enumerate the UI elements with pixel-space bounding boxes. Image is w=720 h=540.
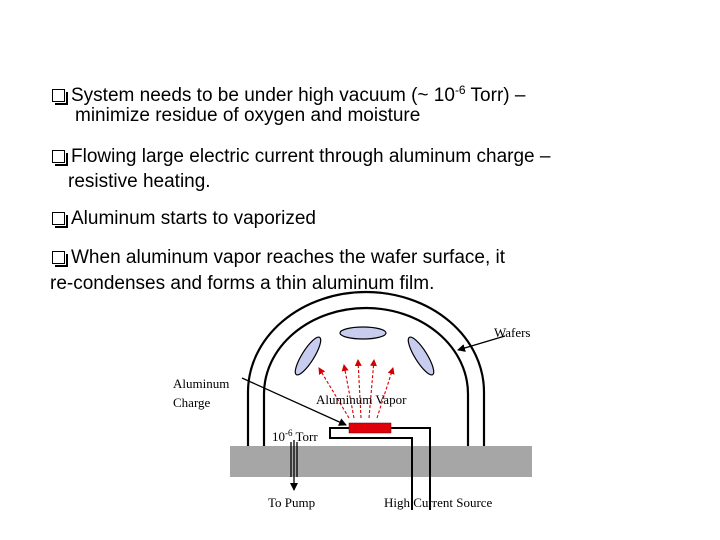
bullet-3: Aluminum starts to vaporized [52,207,316,231]
pressure-unit: Torr [293,429,319,444]
checkbox-bullet-icon [52,212,68,228]
wafer [339,326,387,340]
high-current-source-label: High Current Source [384,495,493,510]
wafer [407,336,435,376]
bullet-2: Flowing large electric current through a… [52,145,550,169]
chamber-base [230,446,532,477]
bullet-1-line2: minimize residue of oxygen and moisture [75,105,421,126]
pressure-exponent: -6 [285,428,293,438]
checkbox-bullet-icon [52,251,68,267]
aluminum-charge-label-2: Charge [173,395,211,410]
wafers-label: Wafers [494,325,531,340]
bullet-4: When aluminum vapor reaches the wafer su… [52,246,505,270]
vapor-arrow [341,364,355,419]
bullet-3-line1: Aluminum starts to vaporized [71,208,316,229]
aluminum-charge-label-1: Aluminum [173,376,229,391]
charge-pointer [241,377,347,426]
bell-jar-outer [246,290,486,446]
bullet-1-line1-post: Torr) – [465,85,526,106]
to-pump-label: To Pump [268,495,315,510]
current-lead-left [329,427,413,510]
bell-jar-inner [262,306,470,446]
bullet-1-exponent: -6 [454,83,466,97]
checkbox-bullet-icon [52,150,68,166]
bullet-2-line2: resistive heating. [68,171,211,192]
vapor-arrow [376,367,395,419]
bullet-2-line1: Flowing large electric current through a… [71,146,551,167]
vapor-arrow [368,359,377,419]
aluminum-charge [348,422,392,434]
bullet-1-line1-pre: System needs to be under high vacuum (~ … [71,85,455,106]
pressure-label: 10-6 Torr [272,428,318,444]
wafers-pointer [457,335,506,352]
checkbox-bullet-icon [52,89,68,105]
bullet-4-line1: When aluminum vapor reaches the wafer su… [71,247,506,268]
wafer [294,336,322,376]
aluminum-vapor-label: Aluminum Vapor [316,392,407,407]
pressure-base: 10 [272,429,285,444]
current-lead-right [388,427,431,510]
bullet-1: System needs to be under high vacuum (~ … [52,78,525,108]
vapor-arrow [354,359,362,419]
bullet-4-line2: re-condenses and forms a thin aluminum f… [50,273,435,294]
